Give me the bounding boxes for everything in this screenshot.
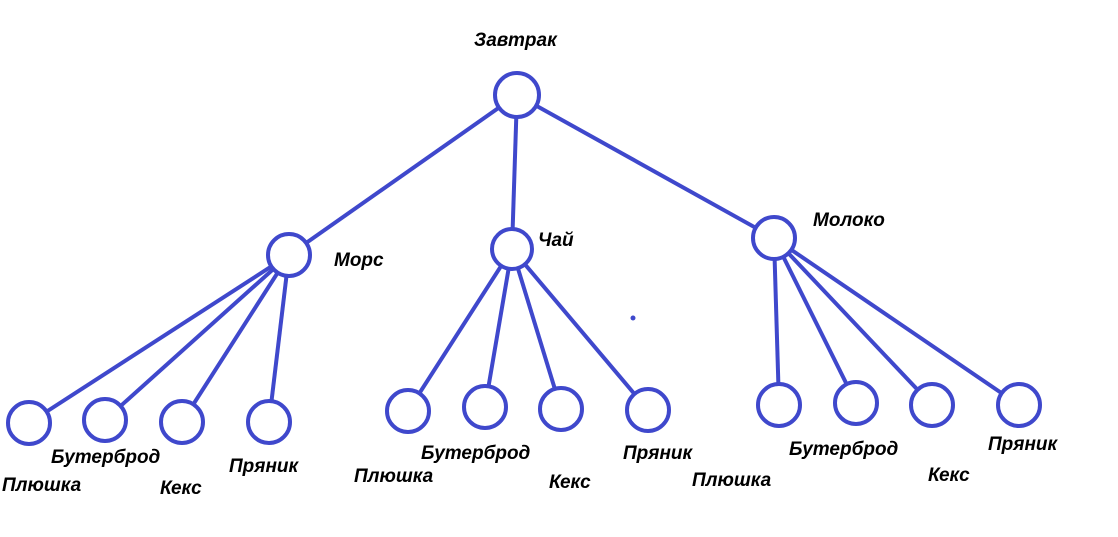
edge-branch-2-leaf-3	[772, 236, 1021, 407]
label-root: Завтрак	[474, 30, 558, 51]
edges	[27, 93, 1021, 425]
node-leaf-2-3	[996, 382, 1042, 428]
node-leaf-0-0	[6, 400, 52, 446]
label-leaf-2-0: Плюшка	[692, 470, 772, 491]
node-leaf-1-3	[625, 387, 671, 433]
edge-branch-0-leaf-3	[267, 254, 291, 423]
edge-branch-0-leaf-0	[27, 253, 291, 425]
edge-branch-1-leaf-3	[510, 247, 650, 412]
edge-branch-0-leaf-1	[103, 253, 291, 422]
node-branch-2	[751, 215, 797, 261]
edge-branch-2-leaf-1	[772, 237, 858, 404]
node-leaf-0-2	[159, 399, 205, 445]
edge-branch-1-leaf-1	[483, 248, 514, 408]
node-leaf-2-0	[756, 382, 802, 428]
label-leaf-2-2: Кекс	[928, 465, 970, 486]
node-leaf-2-1	[833, 380, 879, 426]
edge-root-branch-1	[510, 94, 519, 250]
nodes	[6, 71, 1042, 446]
label-leaf-1-3: Пряник	[623, 443, 694, 464]
edge-branch-0-leaf-2	[180, 253, 291, 424]
node-root	[493, 71, 541, 119]
node-leaf-0-3	[246, 399, 292, 445]
label-leaf-1-2: Кекс	[549, 472, 591, 493]
label-leaf-0-0: Плюшка	[2, 475, 82, 496]
node-leaf-1-0	[385, 388, 431, 434]
labels: ЗавтракМорсПлюшкаБутербродКексПряникЧайП…	[2, 30, 1059, 499]
node-branch-1	[490, 227, 534, 271]
edge-branch-2-leaf-0	[772, 237, 781, 406]
label-leaf-1-1: Бутерброд	[421, 443, 531, 464]
edge-root-branch-2	[516, 93, 775, 240]
node-branch-0	[266, 232, 312, 278]
label-branch-2: Молоко	[813, 210, 885, 231]
node-leaf-1-1	[462, 384, 508, 430]
edge-branch-2-leaf-2	[772, 236, 934, 407]
node-leaf-0-1	[82, 397, 128, 443]
edge-branch-1-leaf-0	[406, 247, 514, 413]
label-leaf-2-1: Бутерброд	[789, 439, 899, 460]
node-leaf-2-2	[909, 382, 955, 428]
label-leaf-2-3: Пряник	[988, 434, 1059, 455]
node-leaf-1-2	[538, 386, 584, 432]
label-leaf-0-2: Кекс	[160, 478, 202, 499]
label-branch-1: Чай	[538, 230, 574, 251]
stray-dot	[630, 315, 636, 321]
label-branch-0: Морс	[334, 250, 384, 271]
label-leaf-0-3: Пряник	[229, 456, 300, 477]
edge-branch-1-leaf-2	[510, 248, 563, 410]
label-leaf-1-0: Плюшка	[354, 466, 434, 487]
label-leaf-0-1: Бутерброд	[51, 447, 161, 468]
edge-root-branch-0	[287, 93, 519, 257]
